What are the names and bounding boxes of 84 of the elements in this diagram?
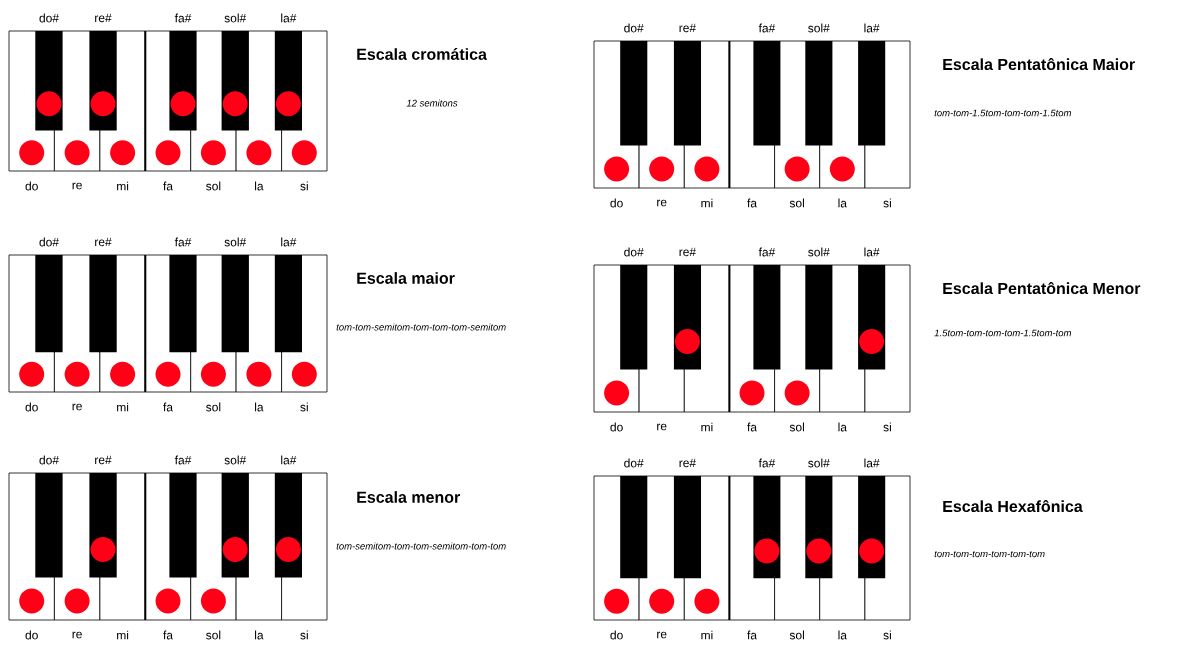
- key-label: mi: [701, 422, 713, 432]
- key-label: mi: [117, 181, 129, 191]
- key-label: fa#: [758, 23, 776, 33]
- key-label: sol: [789, 198, 804, 208]
- key-label: fa: [163, 402, 173, 412]
- key-label: sol#: [808, 23, 830, 33]
- key-label: sol#: [224, 237, 247, 247]
- key-label: mi: [117, 630, 129, 640]
- key-label: re: [657, 631, 667, 639]
- key-label: fa#: [174, 455, 192, 465]
- key-label: re#: [95, 13, 112, 23]
- key-label: do: [610, 630, 623, 640]
- key-label: sol#: [808, 458, 830, 468]
- scale-title: Escala maior: [357, 272, 455, 284]
- scale-title: Escala Pentatônica Menor: [943, 281, 1141, 295]
- key-label: la#: [864, 458, 880, 468]
- interval-pattern: 12 semitons: [406, 99, 458, 107]
- key-label: la: [255, 630, 264, 640]
- key-label: re: [72, 182, 82, 190]
- key-label: si: [300, 402, 308, 412]
- interval-pattern: tom-tom-semitom-tom-tom-tom-semitom: [336, 323, 506, 331]
- key-label: re: [72, 403, 82, 411]
- scale-title: Escala Hexafônica: [943, 499, 1083, 513]
- key-label: do#: [624, 247, 644, 257]
- key-label: sol: [206, 181, 221, 191]
- key-label: do#: [39, 237, 59, 247]
- key-label: si: [300, 181, 308, 191]
- key-label: si: [883, 198, 891, 208]
- key-label: do#: [624, 458, 644, 468]
- key-label: re#: [95, 455, 112, 465]
- interval-pattern: tom-semitom-tom-tom-semitom-tom-tom: [336, 542, 506, 550]
- key-label: la: [255, 402, 264, 412]
- key-label: la: [838, 198, 847, 208]
- key-label: re#: [679, 458, 696, 468]
- key-label: fa: [163, 181, 173, 191]
- key-label: do: [25, 181, 38, 191]
- key-label: do#: [39, 13, 59, 23]
- key-label: mi: [701, 630, 713, 640]
- key-label: si: [300, 630, 308, 640]
- key-label: mi: [117, 402, 129, 412]
- key-label: sol#: [224, 13, 247, 23]
- key-label: fa: [747, 630, 757, 640]
- key-label: la: [838, 422, 847, 432]
- key-label: re#: [679, 247, 696, 257]
- key-label: sol: [789, 630, 804, 640]
- interval-pattern: 1.5tom-tom-tom-tom-1.5tom-tom: [934, 329, 1071, 337]
- key-label: si: [883, 630, 891, 640]
- key-label: sol: [206, 630, 221, 640]
- key-label: fa#: [174, 237, 192, 247]
- key-label: re: [72, 631, 82, 639]
- key-label: do#: [39, 455, 59, 465]
- key-label: la: [255, 181, 264, 191]
- key-label: la#: [864, 23, 880, 33]
- key-label: mi: [701, 198, 713, 208]
- key-label: do: [25, 402, 38, 412]
- key-label: fa#: [758, 458, 776, 468]
- key-label: do: [610, 422, 623, 432]
- interval-pattern: tom-tom-tom-tom-tom-tom: [934, 550, 1045, 558]
- key-label: la: [838, 630, 847, 640]
- key-label: sol#: [808, 247, 830, 257]
- key-label: fa#: [174, 13, 192, 23]
- key-label: si: [883, 422, 891, 432]
- scale-title: Escala menor: [357, 491, 460, 503]
- key-label: fa: [747, 198, 757, 208]
- key-label: la#: [864, 247, 880, 257]
- key-label: do: [25, 630, 38, 640]
- key-label: re: [657, 423, 667, 431]
- key-label: re: [657, 199, 667, 207]
- key-label: la#: [281, 455, 297, 465]
- scale-title: Escala Pentatônica Maior: [943, 57, 1135, 71]
- key-label: la#: [281, 13, 297, 23]
- key-label: re#: [679, 23, 696, 33]
- key-label: do#: [624, 23, 644, 33]
- key-label: do: [610, 198, 623, 208]
- scale-title: Escala cromática: [357, 48, 488, 60]
- key-label: la#: [281, 237, 297, 247]
- key-label: fa#: [758, 247, 776, 257]
- key-label: sol: [789, 422, 804, 432]
- key-label: sol: [206, 402, 221, 412]
- key-label: sol#: [224, 455, 247, 465]
- key-label: fa: [747, 422, 757, 432]
- key-label: fa: [163, 630, 173, 640]
- key-label: re#: [95, 237, 112, 247]
- interval-pattern: tom-tom-1.5tom-tom-tom-1.5tom: [934, 109, 1071, 117]
